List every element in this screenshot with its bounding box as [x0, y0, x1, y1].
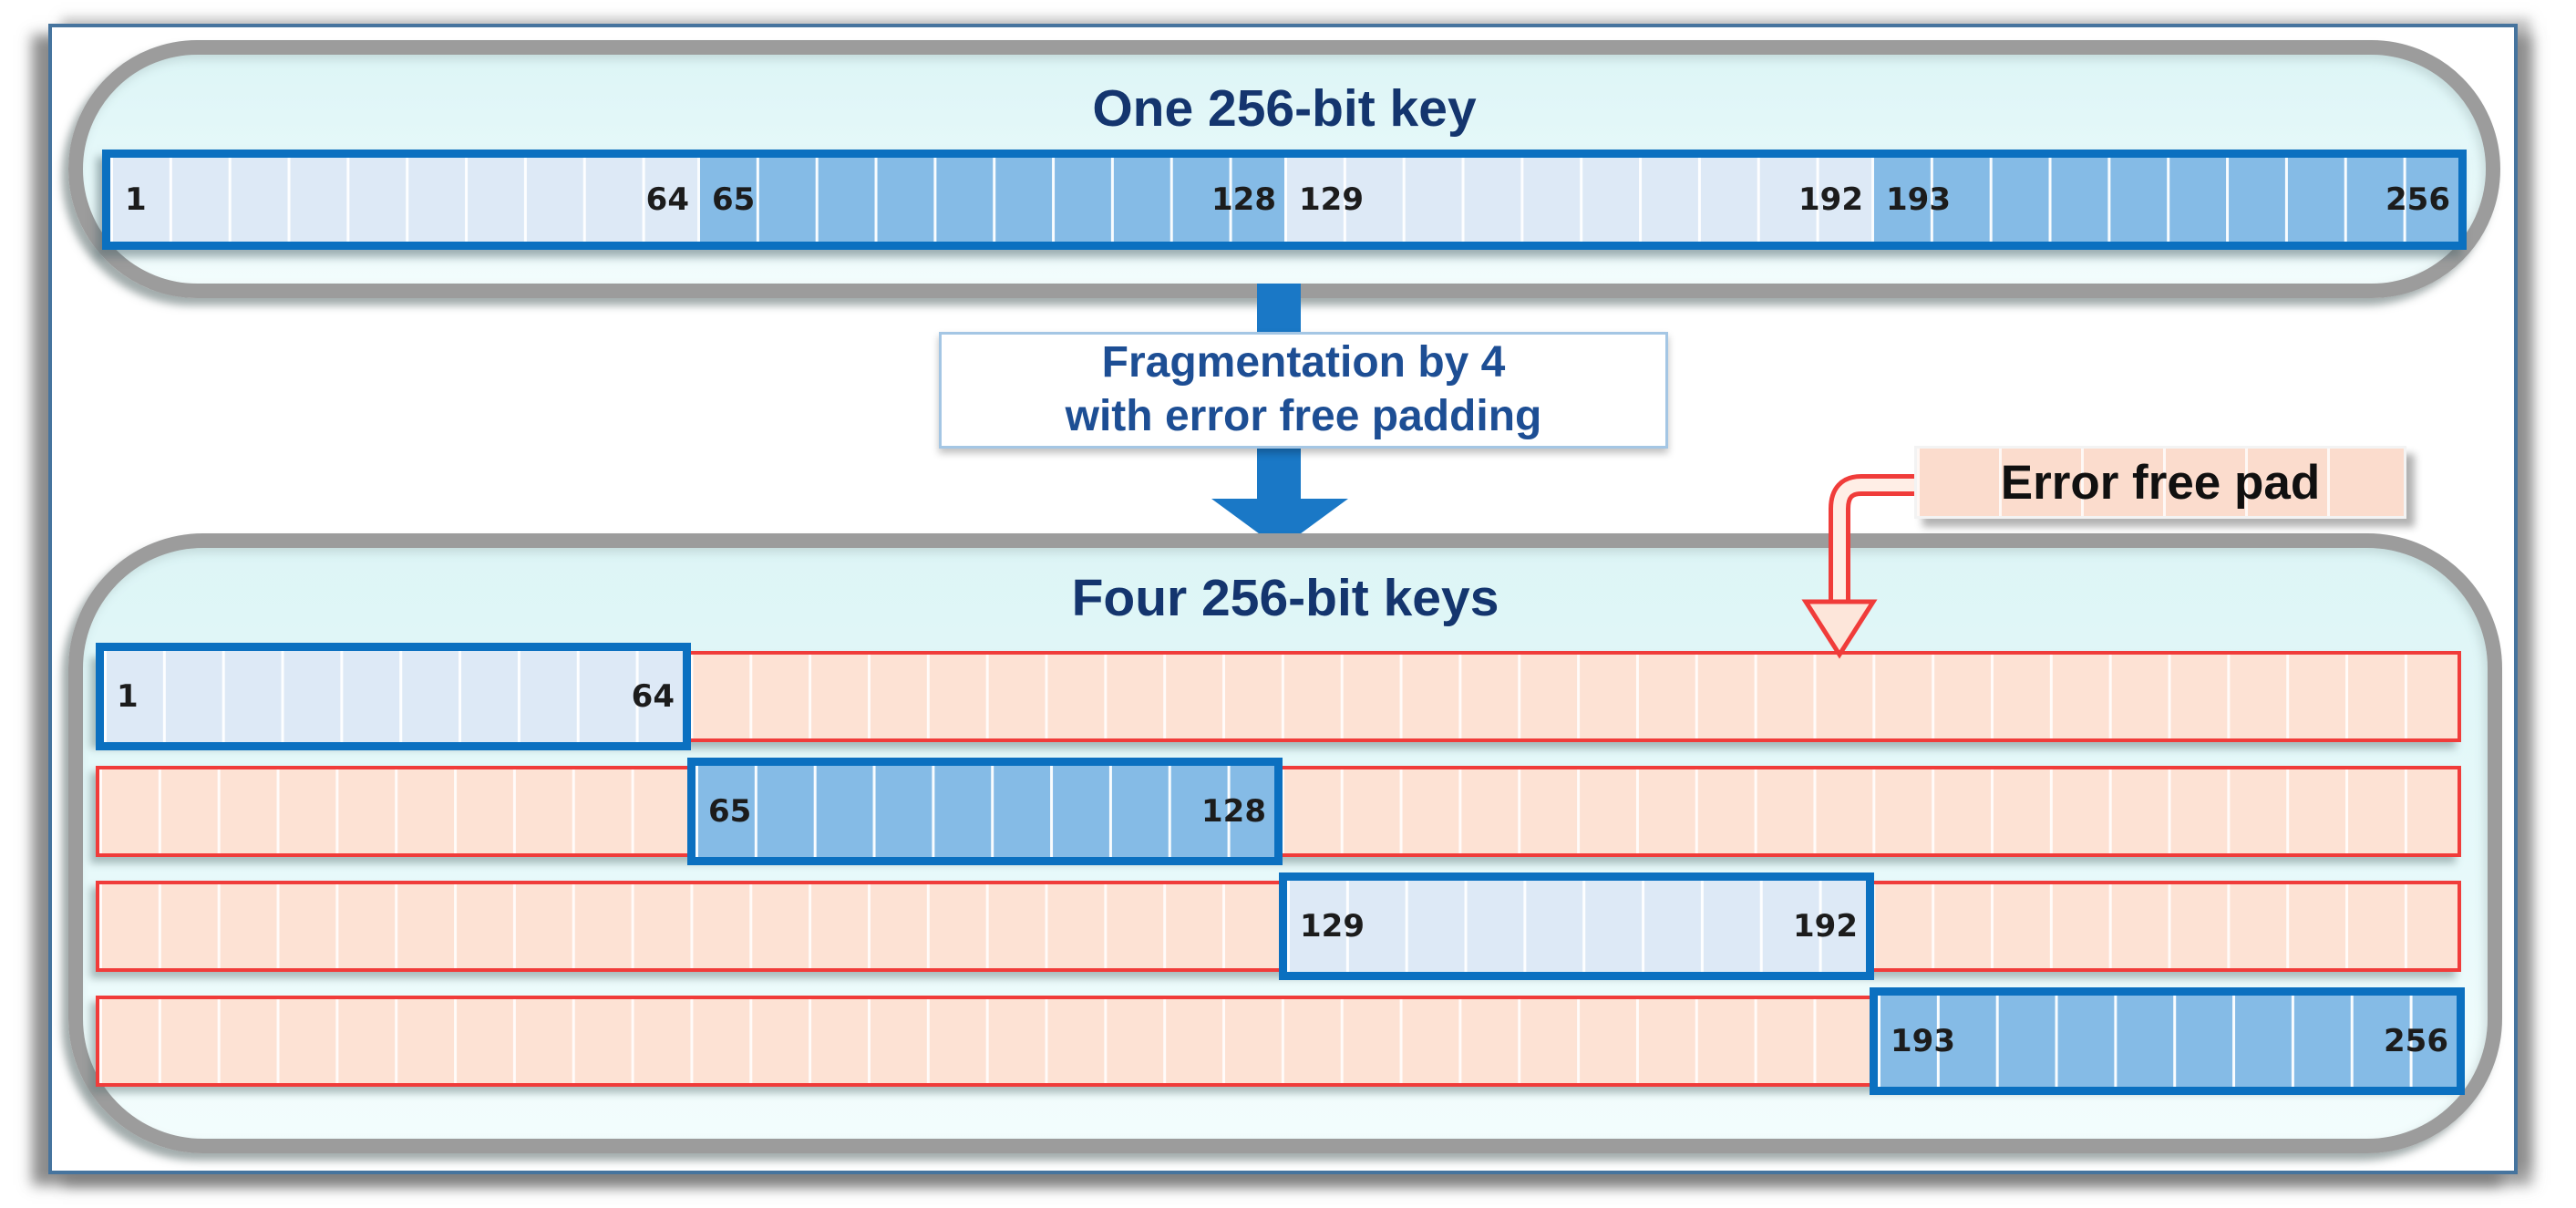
bit-start-label: 65 — [708, 793, 752, 830]
key-1-data-segment: 1 64 — [96, 643, 691, 750]
key-bar-256: 1 64 65 128 129 192 193 256 — [102, 150, 2467, 250]
error-free-pad-label: Error free pad — [1914, 446, 2406, 519]
bit-end-label: 128 — [1201, 793, 1266, 830]
one-key-title: One 256-bit key — [1092, 79, 1477, 138]
key-row-1: 1 64 — [96, 643, 2461, 750]
fragmentation-label-line2: with error free padding — [1065, 392, 1542, 440]
key-quarter-3: 129 192 — [1284, 158, 1871, 242]
key-3-data-segment: 129 192 — [1279, 872, 1874, 980]
bit-end-label: 64 — [631, 678, 675, 715]
fragmentation-label-line1: Fragmentation by 4 — [1101, 338, 1506, 387]
bit-start-label: 129 — [1300, 908, 1365, 945]
key-quarter-1: 1 64 — [110, 158, 697, 242]
bit-start-label: 193 — [1891, 1023, 1955, 1059]
key-quarter-2: 65 128 — [697, 158, 1284, 242]
fragmentation-label-box: Fragmentation by 4 with error free paddi… — [939, 332, 1668, 449]
error-free-pad-arrow-icon — [1801, 474, 1914, 659]
bit-end-label: 256 — [2385, 181, 2450, 218]
error-free-pad-text: Error free pad — [2000, 455, 2321, 510]
bit-start-label: 1 — [117, 678, 139, 715]
key-row-2: 65 128 — [96, 758, 2461, 865]
bit-start-label: 129 — [1299, 181, 1364, 218]
bit-start-label: 65 — [712, 181, 756, 218]
key-row-3: 129 192 — [96, 872, 2461, 980]
key-row-4: 193 256 — [96, 987, 2465, 1095]
four-keys-title: Four 256-bit keys — [1071, 569, 1499, 627]
bit-end-label: 192 — [1793, 908, 1858, 945]
bit-end-label: 64 — [645, 181, 689, 218]
bit-end-label: 192 — [1798, 181, 1863, 218]
key-2-data-segment: 65 128 — [687, 758, 1283, 865]
bit-start-label: 193 — [1886, 181, 1951, 218]
bit-end-label: 256 — [2384, 1023, 2448, 1059]
key-quarter-4: 193 256 — [1871, 158, 2458, 242]
bit-start-label: 1 — [125, 181, 147, 218]
key-4-data-segment: 193 256 — [1870, 987, 2465, 1095]
bit-end-label: 128 — [1211, 181, 1276, 218]
